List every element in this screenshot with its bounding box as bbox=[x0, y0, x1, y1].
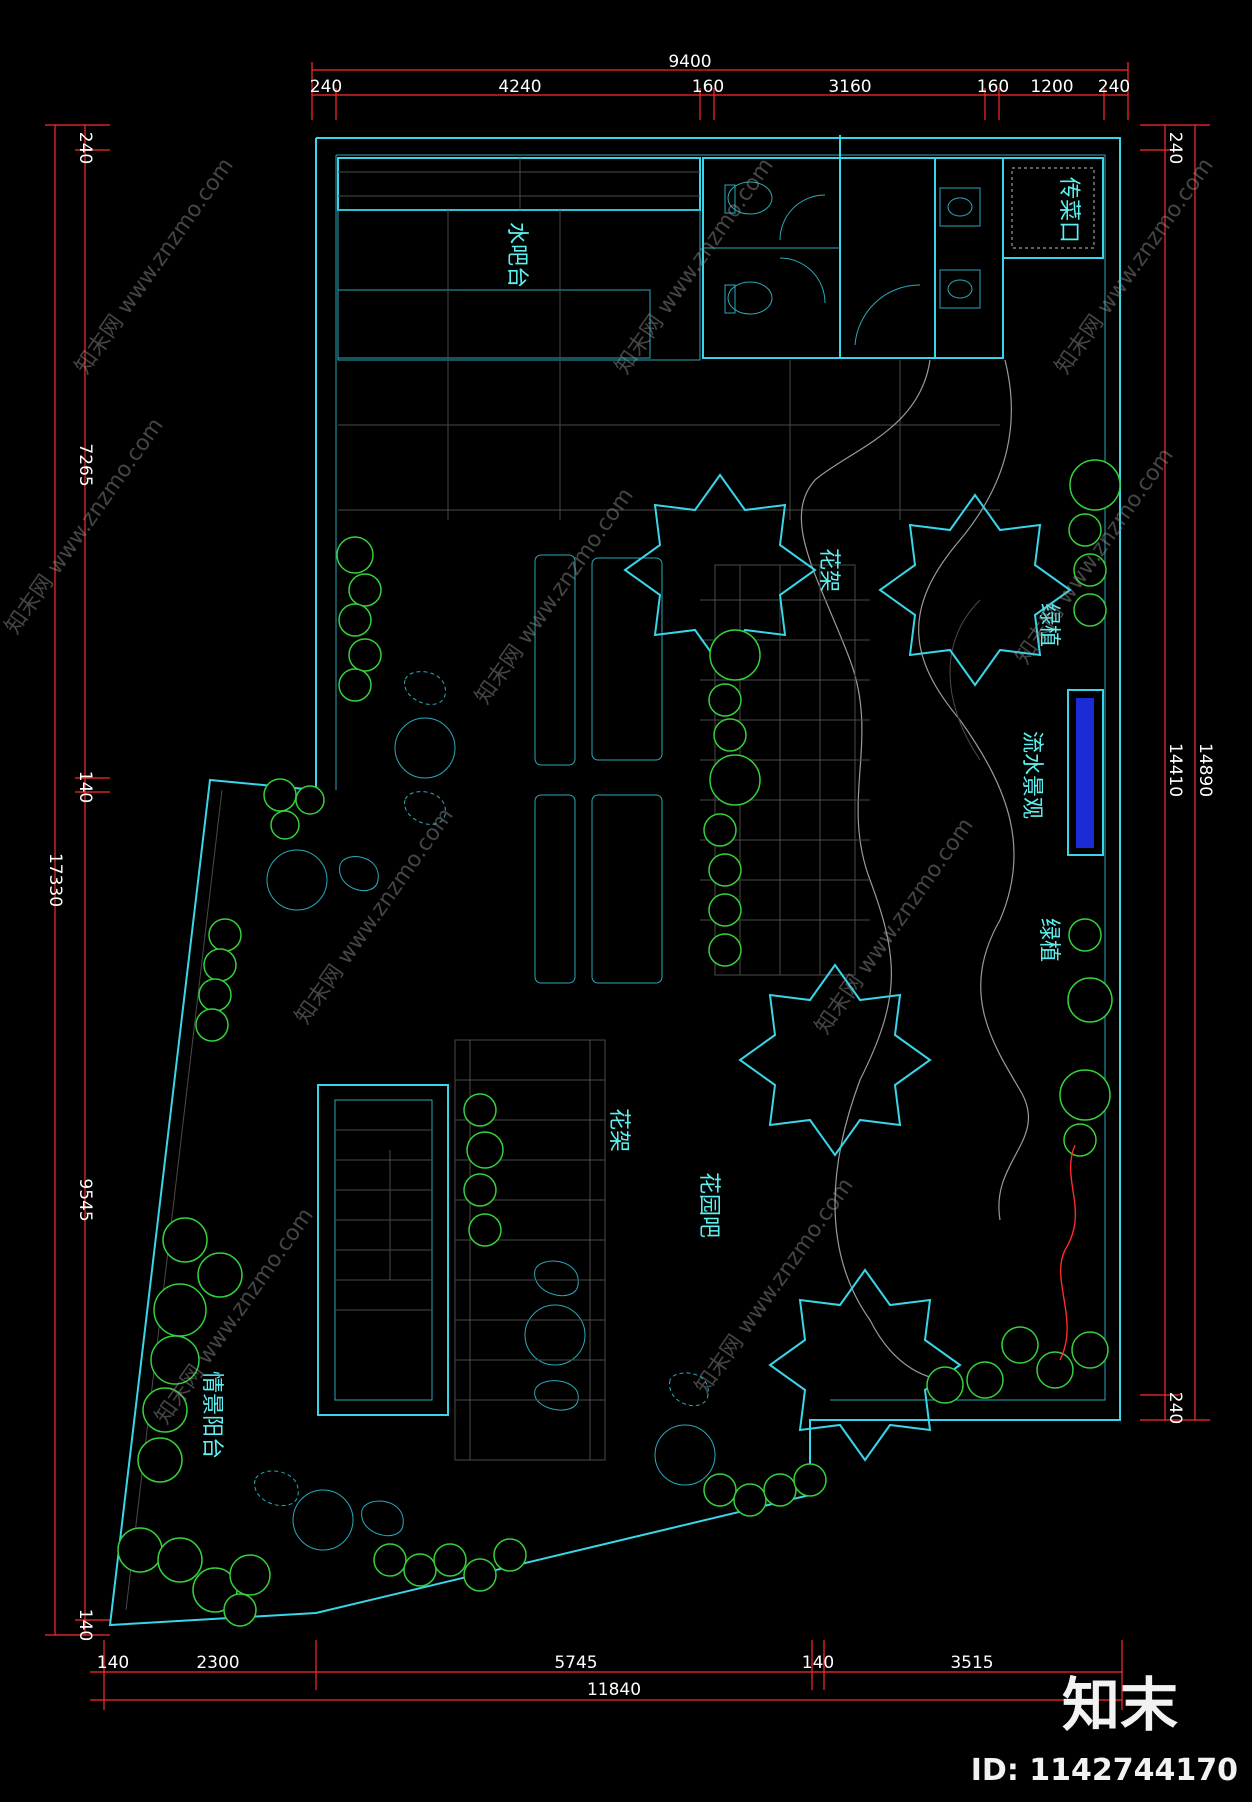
dim-left-seg-4: 9545 bbox=[75, 1178, 95, 1221]
dim-left-seg-1: 240 bbox=[75, 132, 95, 164]
dim-bottom-seg-2: 2300 bbox=[196, 1653, 239, 1673]
exterior-walls bbox=[108, 137, 1121, 1627]
dim-right-overall: 14890 bbox=[1195, 743, 1215, 797]
label-garden-bar: 花园吧 bbox=[696, 1172, 721, 1238]
garden-paths bbox=[800, 359, 1104, 1381]
label-water-feature: 流水景观 bbox=[1019, 731, 1044, 819]
dim-bottom-seg-1: 140 bbox=[97, 1653, 129, 1673]
staircase bbox=[317, 1084, 449, 1416]
dim-top-seg-4: 3160 bbox=[828, 77, 871, 97]
dim-left-seg-2: 7265 bbox=[75, 443, 95, 486]
dim-top-overall: 9400 bbox=[668, 52, 711, 72]
label-balcony: 情景阳台 bbox=[199, 1371, 224, 1459]
id-label: ID: 1142744170 bbox=[971, 1753, 1238, 1788]
label-water-bar: 水吧台 bbox=[504, 222, 529, 288]
watermark-text-1: 知末网 www.znzmo.com bbox=[71, 154, 239, 379]
watermark-text-5: 知末网 www.znzmo.com bbox=[471, 484, 639, 709]
dim-left-seg-5: 140 bbox=[75, 1609, 95, 1641]
label-pass-window: 传菜口 bbox=[1056, 177, 1081, 243]
label-green-plant-1: 绿植 bbox=[1036, 603, 1061, 647]
watermark-text-8: 知末网 www.znzmo.com bbox=[811, 814, 979, 1039]
dim-top-seg-1: 240 bbox=[310, 77, 342, 97]
dim-bottom-seg-5: 3515 bbox=[950, 1653, 993, 1673]
red-plant-line bbox=[1059, 1144, 1077, 1361]
watermark-text-2: 知末网 www.znzmo.com bbox=[611, 154, 779, 379]
service-rooms bbox=[337, 135, 1104, 520]
dim-left-seg-3: 140 bbox=[75, 771, 95, 803]
dim-right-seg-2: 240 bbox=[1165, 1392, 1185, 1424]
dim-bottom-overall: 11840 bbox=[587, 1680, 641, 1700]
umbrellas bbox=[623, 473, 1072, 1462]
dim-top-seg-7: 240 bbox=[1098, 77, 1130, 97]
dim-right-seg-1: 240 bbox=[1165, 132, 1185, 164]
dim-top-seg-2: 4240 bbox=[498, 77, 541, 97]
dim-top-seg-5: 160 bbox=[977, 77, 1009, 97]
room-labels: 水吧台 传菜口 花架 绿植 流水景观 绿植 花架 花园吧 情景阳台 bbox=[199, 177, 1081, 1459]
dimension-lines bbox=[45, 62, 1210, 1710]
dimension-texts: 9400 240 4240 160 3160 160 1200 240 140 … bbox=[45, 52, 1215, 1700]
dim-top-seg-3: 160 bbox=[692, 77, 724, 97]
logo-text: 知末 bbox=[1062, 1671, 1178, 1739]
dim-top-seg-6: 1200 bbox=[1030, 77, 1073, 97]
label-flower-rack-2: 花架 bbox=[606, 1108, 631, 1152]
dim-bottom-seg-3: 5745 bbox=[554, 1653, 597, 1673]
dim-bottom-seg-4: 140 bbox=[802, 1653, 834, 1673]
watermark-text-7: 知末网 www.znzmo.com bbox=[291, 804, 459, 1029]
dim-right-inner: 14410 bbox=[1165, 743, 1185, 797]
dim-left-overall: 17330 bbox=[45, 853, 65, 907]
label-flower-rack-1: 花架 bbox=[816, 548, 841, 592]
plants bbox=[117, 459, 1121, 1627]
label-green-plant-2: 绿植 bbox=[1036, 918, 1061, 962]
tables bbox=[254, 554, 716, 1551]
